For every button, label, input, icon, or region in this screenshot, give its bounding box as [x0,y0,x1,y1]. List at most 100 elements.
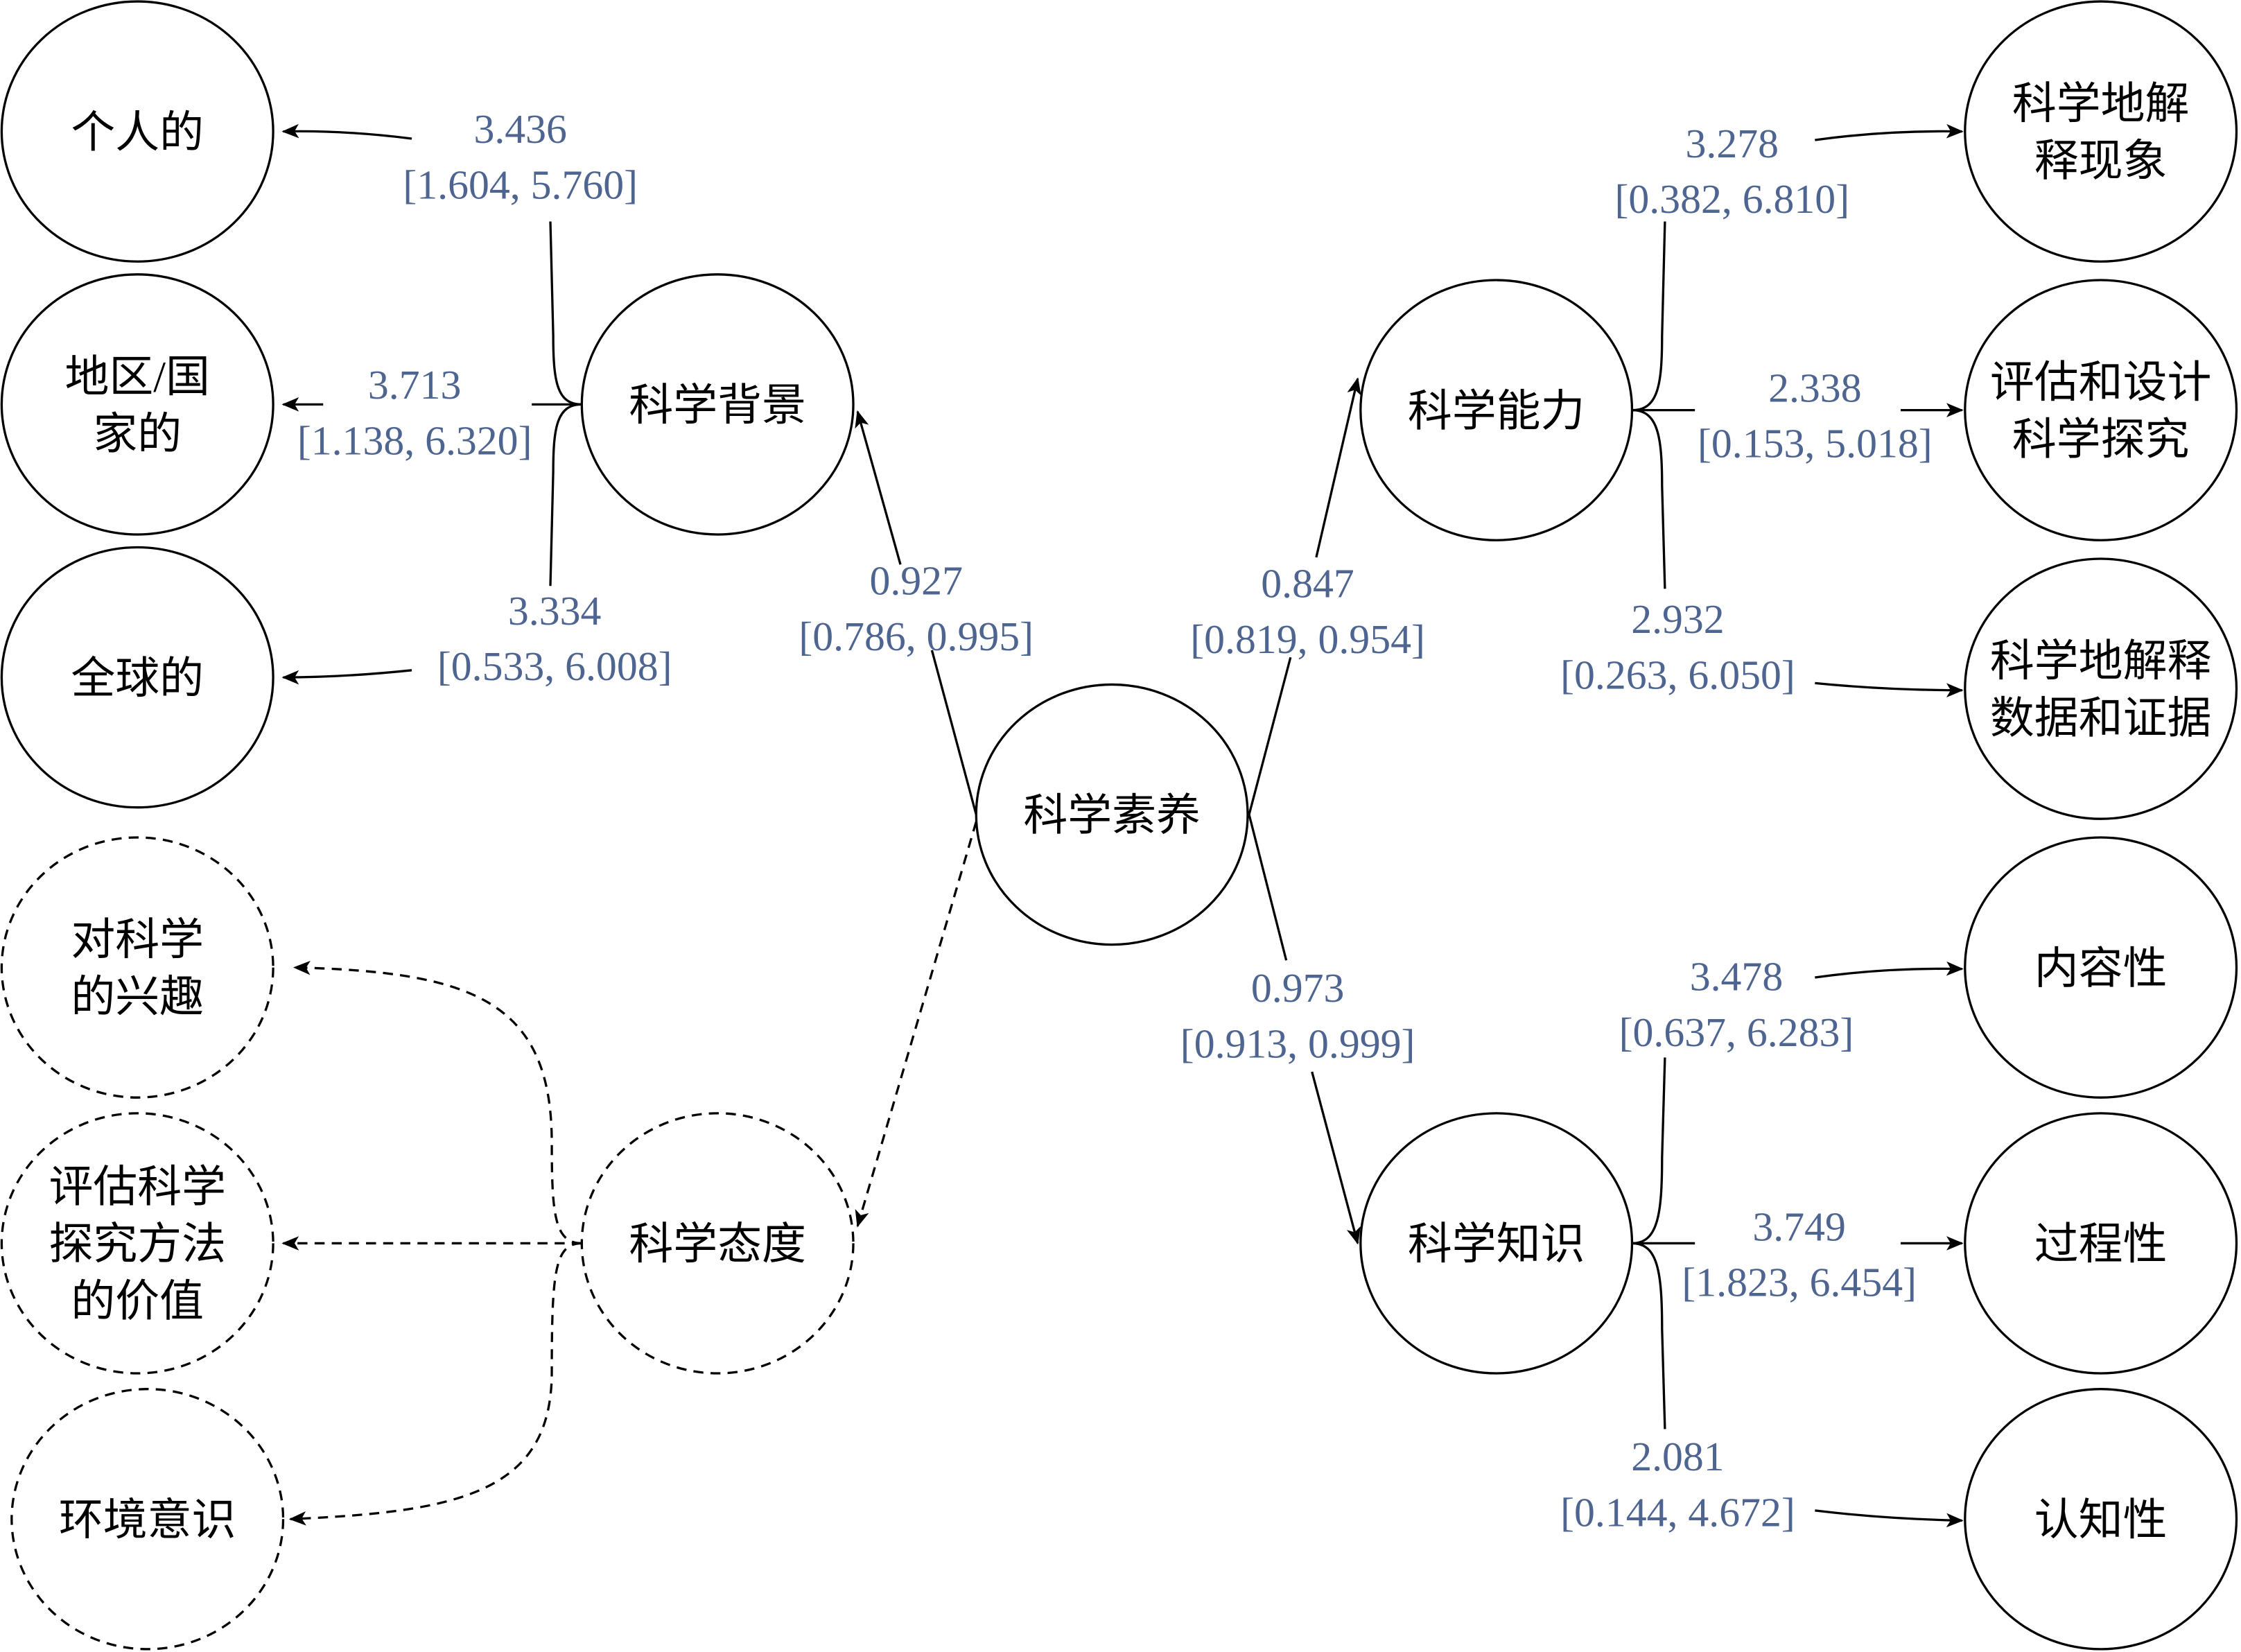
node-label: 科学探究 [2012,415,2190,464]
edge-line [930,650,977,815]
node-ellipse [580,1112,855,1375]
coefficient-value: 2.081 [1631,1434,1724,1479]
confidence-interval: [0.144, 4.672] [1560,1490,1795,1536]
edge-line [1632,1242,1666,1429]
confidence-interval: [0.786, 0.995] [799,614,1034,659]
node-personal: 个人的 [0,0,274,263]
node-label: 科学素养 [1023,791,1201,840]
edge-label-comp_explain: 3.278 [0.382, 6.810] [1614,121,1849,222]
edge-line [1632,1057,1666,1245]
node-ellipse [1359,279,1634,541]
node-label: 个人的 [71,107,204,157]
node-ellipse [1964,1388,2238,1651]
arrow-edge [288,1242,582,1526]
edge-line [1632,221,1666,412]
edge-label-bg_regional: 3.713[1.138, 6.320] [297,362,532,463]
node-literacy: 科学素养 [975,683,1249,946]
edge-line [549,403,582,586]
arrow-edge [855,410,902,565]
arrow-edge [1815,1509,1964,1528]
node-ellipse [0,546,274,809]
node-ellipse [1359,1112,1634,1375]
edge-labels: 3.436 [1.604, 5.760] 3.713[1.138, 6.320] 3.… [297,106,1933,1535]
arrow-edge [1815,681,1964,697]
edge-label-lit_bg: 0.927 [0.786, 0.995] [799,558,1034,659]
node-content: 内容性 [1964,836,2238,1099]
confidence-interval: [0.533, 6.008] [437,643,672,689]
node-ellipse [580,273,855,536]
coefficient-value: 2.932 [1631,596,1724,642]
node-competency: 科学能力 [1359,279,1634,541]
node-label: 对科学 [71,915,204,964]
coefficient-value: 3.749 [1752,1203,1845,1249]
coefficient-value: 3.278 [1686,121,1779,166]
edge-label-know_procedural: 3.749 [1.823, 6.454] [1682,1203,1917,1305]
arrow-edge [1315,377,1361,558]
node-ellipse [0,0,274,263]
node-epistemic: 认知性 [1964,1388,2238,1651]
arrow-edge [1815,123,1964,141]
confidence-interval: [1.604, 5.760] [403,162,638,208]
confidence-interval: [0.913, 0.999] [1180,1020,1415,1066]
confidence-interval: [0.153, 5.018] [1698,421,1933,467]
arrow-edge [281,669,412,685]
node-label: 认知性 [2034,1495,2168,1545]
node-label: 评估科学 [49,1163,226,1212]
node-procedural: 过程性 [1964,1112,2238,1375]
node-regional: 地区/国家的 [0,273,274,536]
node-ellipse [10,1388,285,1651]
node-label: 探究方法 [49,1219,226,1269]
node-ellipse [1964,836,2238,1099]
node-ellipse [1964,0,2238,263]
edge-label-comp_design: 2.338 [0.153, 5.018] [1698,365,1933,466]
node-label: 科学能力 [1408,386,1585,435]
edge-line [1248,657,1292,815]
edge-label-bg_global: 3.334 [0.533, 6.008] [437,588,672,689]
arrow-edge [293,960,582,1245]
edge-line [1632,408,1666,589]
node-label: 内容性 [2034,944,2168,993]
coefficient-value: 0.847 [1261,561,1354,607]
node-background: 科学背景 [580,273,855,536]
node-label: 家的 [93,409,182,458]
node-label: 科学背景 [629,381,806,430]
node-label: 地区/国 [65,352,210,401]
edge-label-bg_personal: 3.436 [1.604, 5.760] [403,106,638,207]
confidence-interval: [0.382, 6.810] [1614,176,1849,222]
coefficient-value: 2.338 [1768,365,1861,410]
coefficient-value: 3.436 [473,106,566,152]
node-environment: 环境意识 [10,1388,285,1651]
coefficient-value: 3.478 [1690,954,1783,1000]
coefficient-value: 0.927 [869,558,962,604]
confidence-interval: [1.823, 6.454] [1682,1260,1917,1305]
arrow-edge [1311,1071,1361,1245]
node-attitude: 科学态度 [580,1112,855,1375]
edge-line [549,221,582,406]
node-label: 科学地解释 [1990,636,2211,686]
edge-label-know_epistemic: 2.081 [0.144, 4.672] [1560,1434,1795,1535]
node-label: 数据和证据 [1990,694,2211,743]
confidence-interval: [0.637, 6.283] [1619,1009,1854,1055]
node-label: 全球的 [71,654,204,703]
arrow-edge [1815,961,1964,979]
edges [281,123,1964,1528]
coefficient-value: 0.973 [1251,965,1344,1011]
confidence-interval: [0.263, 6.050] [1560,652,1795,698]
node-label: 释现象 [2034,137,2168,186]
node-ellipse [1964,279,2238,541]
edge-label-lit_comp: 0.847[0.819, 0.954] [1190,561,1425,662]
node-global: 全球的 [0,546,274,809]
edge-label-comp_interpret: 2.932 [0.263, 6.050] [1560,596,1795,697]
node-ellipse [0,1112,274,1375]
node-label: 的兴趣 [71,972,204,1021]
node-ellipse [975,683,1249,946]
node-label: 科学知识 [1408,1219,1585,1269]
coefficient-value: 3.334 [508,588,601,634]
node-label: 评估和设计 [1990,358,2211,407]
edge-line [1248,814,1288,961]
arrow-edge [855,821,977,1228]
